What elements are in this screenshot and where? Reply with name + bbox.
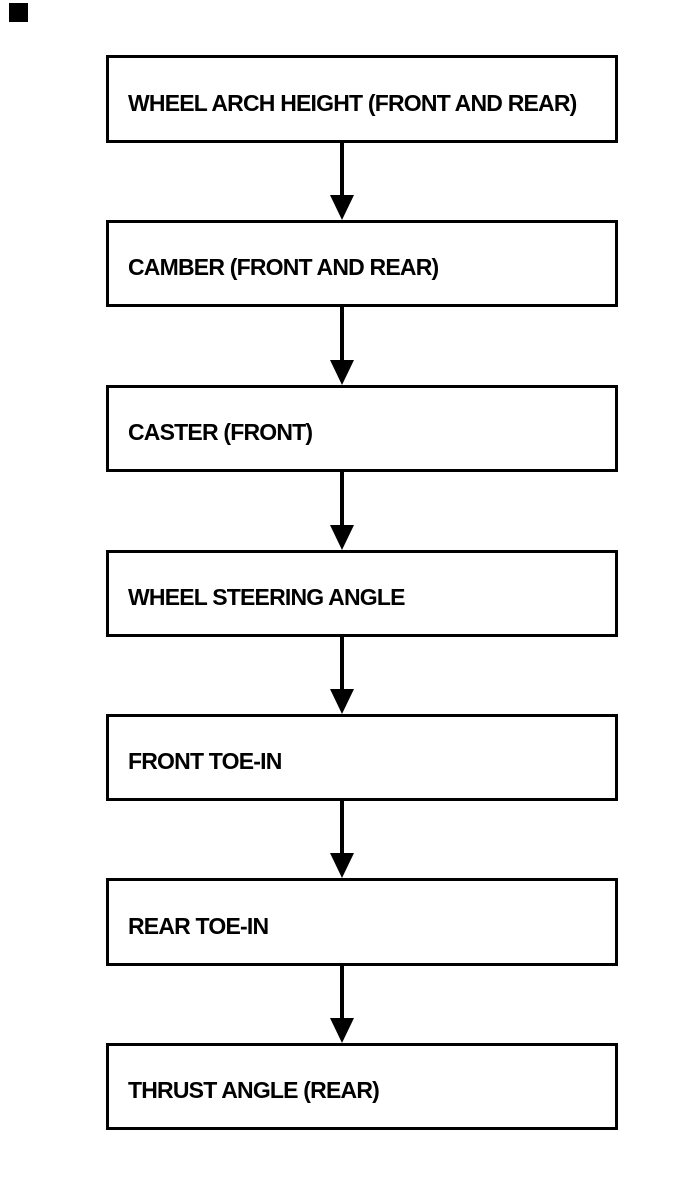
arrow-stem [340,143,344,195]
flow-step-label: REAR TOE-IN [128,912,269,939]
flow-step-label: WHEEL ARCH HEIGHT (FRONT AND REAR) [128,89,577,116]
arrowhead-down-icon [330,853,354,878]
arrowhead-down-icon [330,689,354,714]
flow-step-label: FRONT TOE-IN [128,748,282,774]
flow-step-caster: CASTER (FRONT) [106,385,618,472]
arrowhead-down-icon [330,195,354,220]
flow-step-rear-toe-in: REAR TOE-IN [106,878,618,966]
flow-step-wheel-steering-angle: WHEEL STEERING ANGLE [106,550,618,637]
arrowhead-down-icon [330,1018,354,1043]
flow-step-label: WHEEL STEERING ANGLE [128,584,405,610]
flow-step-camber: CAMBER (FRONT AND REAR) [106,220,618,307]
arrow-stem [340,307,344,360]
down-arrow-connector [330,143,354,220]
flow-step-thrust-angle: THRUST ANGLE (REAR) [106,1043,618,1130]
down-arrow-connector [330,801,354,878]
down-arrow-connector [330,637,354,714]
down-arrow-connector [330,307,354,385]
arrow-stem [340,801,344,853]
arrow-stem [340,472,344,525]
flow-step-label: THRUST ANGLE (REAR) [128,1077,380,1103]
flow-step-front-toe-in: FRONT TOE-IN [106,714,618,801]
flow-step-label: CASTER (FRONT) [128,419,313,445]
flow-step-label: CAMBER (FRONT AND REAR) [128,254,439,280]
flow-step-wheel-arch-height: WHEEL ARCH HEIGHT (FRONT AND REAR) [106,55,618,143]
down-arrow-connector [330,966,354,1043]
scan-artifact-square [9,3,28,22]
arrow-stem [340,966,344,1018]
arrow-stem [340,637,344,689]
down-arrow-connector [330,472,354,550]
arrowhead-down-icon [330,525,354,550]
arrowhead-down-icon [330,360,354,385]
